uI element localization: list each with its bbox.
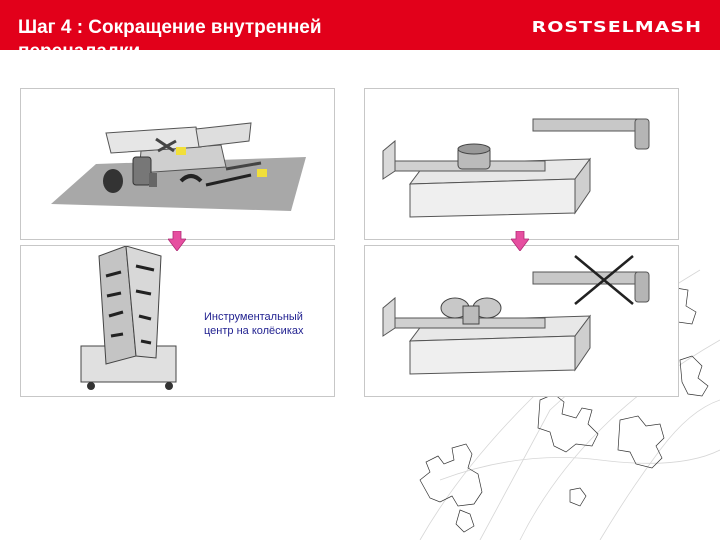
arrow-down-right-icon	[511, 231, 529, 251]
tool-center-panel: Инструментальный центр на колёсиках	[20, 245, 335, 397]
header-bar: Шаг 4 : Сокращение внутренней переналадк…	[0, 0, 720, 50]
arrow-down-left-icon	[168, 231, 186, 251]
hex-nut-and-allen-key-illustration	[382, 118, 650, 218]
tool-center-label-line2: центр на колёсиках	[204, 325, 304, 337]
rostselmash-logo: ROSTSELMASH	[531, 18, 702, 36]
wing-nut-panel	[364, 245, 679, 397]
tool-cart-illustration	[80, 246, 177, 390]
toolbox-panel	[20, 88, 335, 240]
hex-nut-panel	[364, 88, 679, 240]
toolbox-and-tools-illustration	[51, 122, 306, 211]
tool-center-label-line1: Инструментальный	[204, 311, 303, 323]
slide-title: Шаг 4 : Сокращение внутренней переналадк…	[18, 17, 322, 50]
wing-nut-crossed-key-illustration	[382, 255, 650, 375]
